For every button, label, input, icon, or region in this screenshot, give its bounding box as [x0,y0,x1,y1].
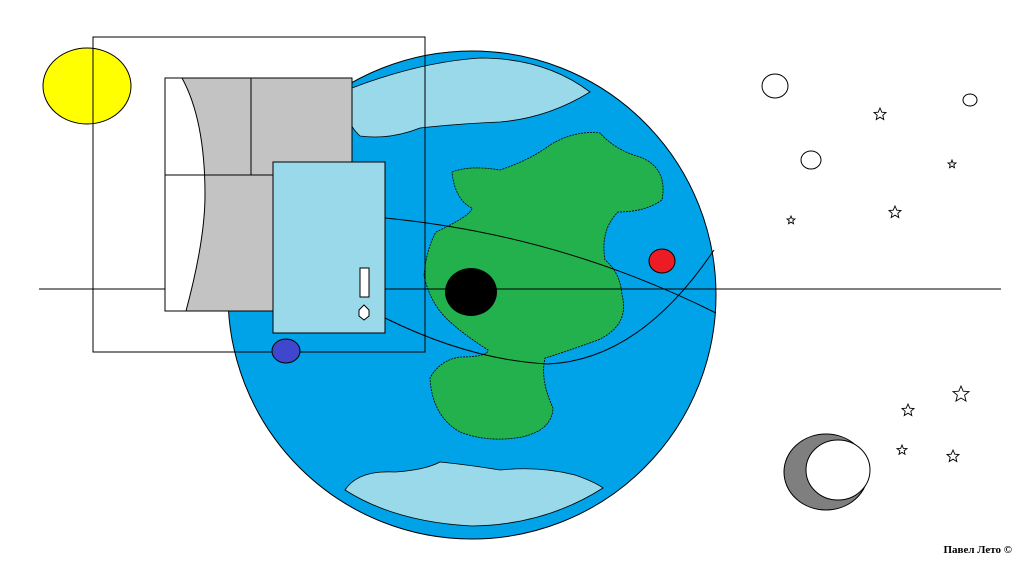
small-circle-1 [761,73,789,99]
orbit-curve [384,217,717,314]
moon-inner [805,439,871,501]
star-icon [951,384,971,402]
small-circle-3 [962,93,978,107]
orbit-curve-lower [384,249,715,365]
star-icon [900,402,916,417]
star-group [785,106,971,463]
blue-dot [271,338,301,364]
star-icon [946,158,958,169]
black-dot [445,268,497,316]
small-circle-2 [800,150,822,170]
star-icon [945,448,961,463]
exclamation-bar [359,267,370,298]
sun-icon [42,47,132,125]
ice-cap-south [344,461,604,527]
ice-cap-north [349,57,591,138]
star-icon [785,214,797,225]
moon-icon [783,433,871,511]
star-icon [872,106,888,121]
light-blue-panel [272,161,386,334]
star-icon [895,443,909,456]
continent [423,132,664,440]
exclamation-dot [358,304,370,321]
frame-rectangle [92,36,426,353]
star-icon [887,204,903,219]
author-signature: Павел Лето © [943,544,1012,556]
light-blue-box [272,161,386,334]
planet-icon [648,248,676,274]
